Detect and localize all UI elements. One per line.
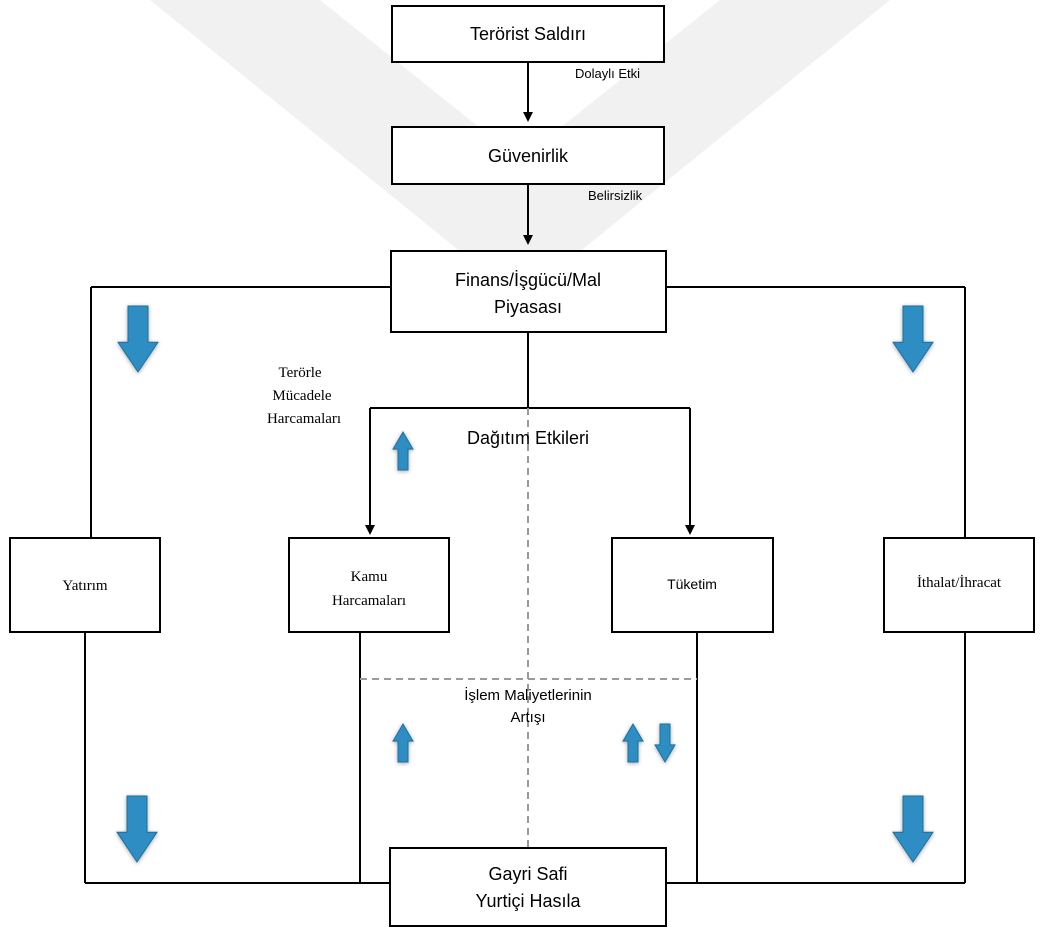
up-arrow-icon [392, 723, 414, 763]
down-arrow-icon [117, 305, 159, 373]
annotation-counter-terror-line2: Mücadele [272, 388, 331, 404]
down-arrow-icon [116, 795, 158, 863]
dashed-dividers [360, 408, 697, 848]
annotation-transaction-costs-line2: Artışı [510, 709, 545, 726]
up-arrow-icon [622, 723, 644, 763]
down-arrow-icon [892, 795, 934, 863]
box-public-spending-label-line1: Kamu [351, 569, 388, 585]
box-public-spending: Kamu Harcamaları [288, 537, 450, 633]
box-terrorist-attack-label: Terörist Saldırı [470, 24, 586, 44]
box-markets: Finans/İşgücü/Mal Piyasası [390, 250, 667, 333]
edge-label-uncertainty: Belirsizlik [588, 188, 643, 203]
box-investment: Yatırım [9, 537, 161, 633]
box-public-spending-label-line2: Harcamaları [332, 593, 406, 609]
box-investment-label: Yatırım [62, 578, 107, 594]
box-consumption: Tüketim [611, 537, 774, 633]
down-arrow-icon [892, 305, 934, 373]
down-arrow-icon [654, 723, 676, 763]
annotation-counter-terror-line3: Harcamaları [267, 411, 341, 427]
box-gdp-label-line2: Yurtiçi Hasıla [475, 891, 581, 911]
box-markets-label-line1: Finans/İşgücü/Mal [455, 270, 601, 290]
indicator-arrows [116, 305, 934, 863]
box-reliability-label: Güvenirlik [488, 146, 569, 166]
annotation-transaction-costs-line1: İşlem Maliyetlerinin [464, 686, 592, 704]
watermark [150, 0, 890, 300]
box-import-export: İthalat/İhracat [883, 537, 1035, 633]
connector-lines [84, 62, 966, 884]
box-markets-label-line2: Piyasası [494, 297, 562, 317]
box-consumption-label: Tüketim [667, 576, 717, 592]
box-terrorist-attack: Terörist Saldırı [391, 5, 665, 63]
annotation-distribution-effects: Dağıtım Etkileri [467, 428, 589, 448]
box-import-export-label: İthalat/İhracat [917, 575, 1002, 591]
edge-label-indirect-effect: Dolaylı Etki [575, 66, 640, 81]
box-reliability: Güvenirlik [391, 126, 665, 185]
box-gdp-label-line1: Gayri Safi [488, 864, 567, 884]
up-arrow-icon [392, 431, 414, 471]
box-gdp: Gayri Safi Yurtiçi Hasıla [389, 847, 667, 927]
annotation-counter-terror-line1: Terörle [278, 365, 321, 381]
